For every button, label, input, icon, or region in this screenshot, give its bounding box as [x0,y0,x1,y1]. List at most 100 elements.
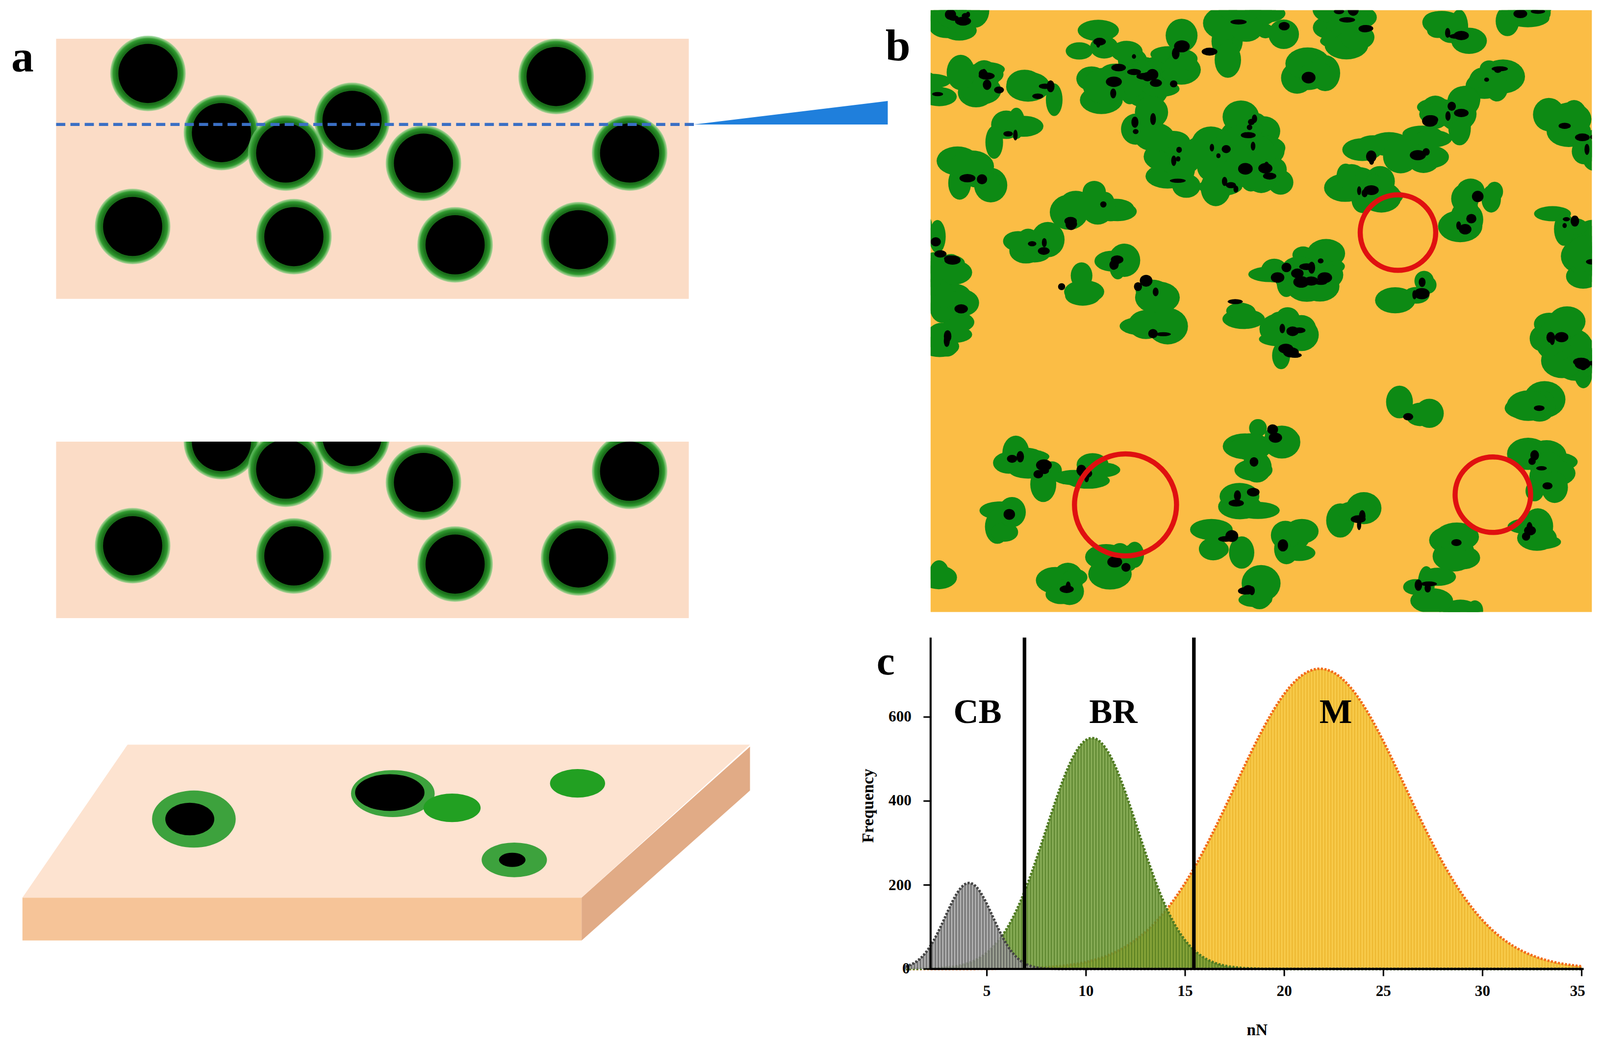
histogram-bar [1443,864,1445,970]
histogram-bar [1440,859,1442,970]
histogram-bar [1164,903,1166,970]
axis-title: Frequency [860,768,877,843]
filler-region [1536,466,1548,471]
histogram-bar [1535,957,1537,970]
histogram-bar [911,964,913,969]
particle-core [102,197,163,257]
histogram-bar [1015,956,1016,970]
histogram-bar [1452,880,1454,970]
distribution-area [905,668,1582,970]
particle-shell [417,206,493,283]
filler-region [1562,223,1567,229]
histogram-bar [1041,841,1043,970]
histogram-bar [1363,706,1365,970]
histogram-bar [949,906,951,970]
histogram-bar [1003,939,1005,970]
interphase-region [1336,163,1355,189]
particle-core [118,43,178,103]
histogram-bar [1526,953,1528,970]
filler-region [1171,155,1177,166]
interphase-region [1161,54,1201,85]
filler-region [1064,217,1077,226]
histogram-bar [1371,720,1373,970]
histogram-bar [943,919,945,970]
histogram-bar [1256,741,1258,970]
tick-label: 25 [1375,984,1392,1000]
interphase-region [1275,307,1300,331]
particle-core [191,441,252,472]
filler-region [1303,276,1319,286]
interphase-region [1486,181,1504,203]
filler-region [1453,108,1469,118]
histogram-bar [1151,873,1153,970]
histogram-bar [1407,793,1409,970]
histogram-bar [1167,910,1169,970]
histogram-bar [1116,769,1118,970]
histogram-bar [1202,957,1204,970]
filler-region [1414,579,1423,591]
histogram-bar [1366,710,1368,970]
filler-region [1058,283,1066,291]
filler-region [943,330,952,343]
panel-letter: b [885,23,911,69]
y-tick [923,968,931,970]
histogram-bar [1000,934,1002,970]
interphase-region [1268,19,1299,50]
histogram-bar [976,888,978,970]
x-tick [1184,969,1186,977]
histogram-bar [1107,751,1109,970]
filler-region [1246,124,1253,130]
histogram-bar [1351,688,1353,970]
histogram-bar [1505,941,1507,970]
interphase-region [1242,451,1272,483]
histogram-bar [1476,914,1478,970]
composite-block [55,35,888,300]
histogram-bar [1125,793,1127,970]
histogram-bar [1190,873,1192,970]
particle-core [264,526,324,586]
histogram-bar [1134,820,1136,970]
histogram-bar [1205,846,1207,970]
tick-label: 20 [1276,984,1293,1000]
histogram-bar [973,885,975,970]
interphase-region [935,282,954,309]
filler-region [1562,217,1571,222]
histogram-bar [1318,668,1320,970]
filler-region [1268,432,1282,443]
interphase-region [1506,390,1550,422]
interphase-region [1419,567,1456,586]
histogram-bar [1541,959,1543,970]
histogram-bar [1187,878,1189,970]
interphase-region [985,125,1004,159]
filler-region [1110,561,1120,566]
histogram-bar [1044,832,1046,970]
histogram-bar [1098,740,1100,970]
tick-label: 5 [983,984,991,1000]
histogram-bar [1154,881,1156,970]
filler-region [1270,272,1285,283]
histogram-bar [1315,669,1317,970]
interphase-region [930,220,946,254]
filler-region [1227,299,1244,305]
particle-core [264,206,324,267]
interphase-region [1226,303,1255,320]
filler-region [932,92,944,97]
histogram-bar [1265,724,1267,970]
histogram-bar [1053,805,1055,970]
interphase-region [1214,42,1242,78]
filler-region [1281,262,1292,273]
filler-region [1148,329,1158,339]
filler-region [1301,71,1316,84]
particle-core [425,534,485,594]
histogram-bar [994,921,996,970]
histogram-bar [1062,780,1064,970]
histogram-bar [1095,739,1097,970]
histogram-bar [1050,813,1052,970]
histogram-bar [1508,943,1510,970]
histogram-bar [1184,940,1186,970]
filler-region [1110,88,1117,99]
histogram-bar [1514,947,1516,970]
interphase-region [1357,135,1389,152]
filler-region [1472,190,1484,203]
